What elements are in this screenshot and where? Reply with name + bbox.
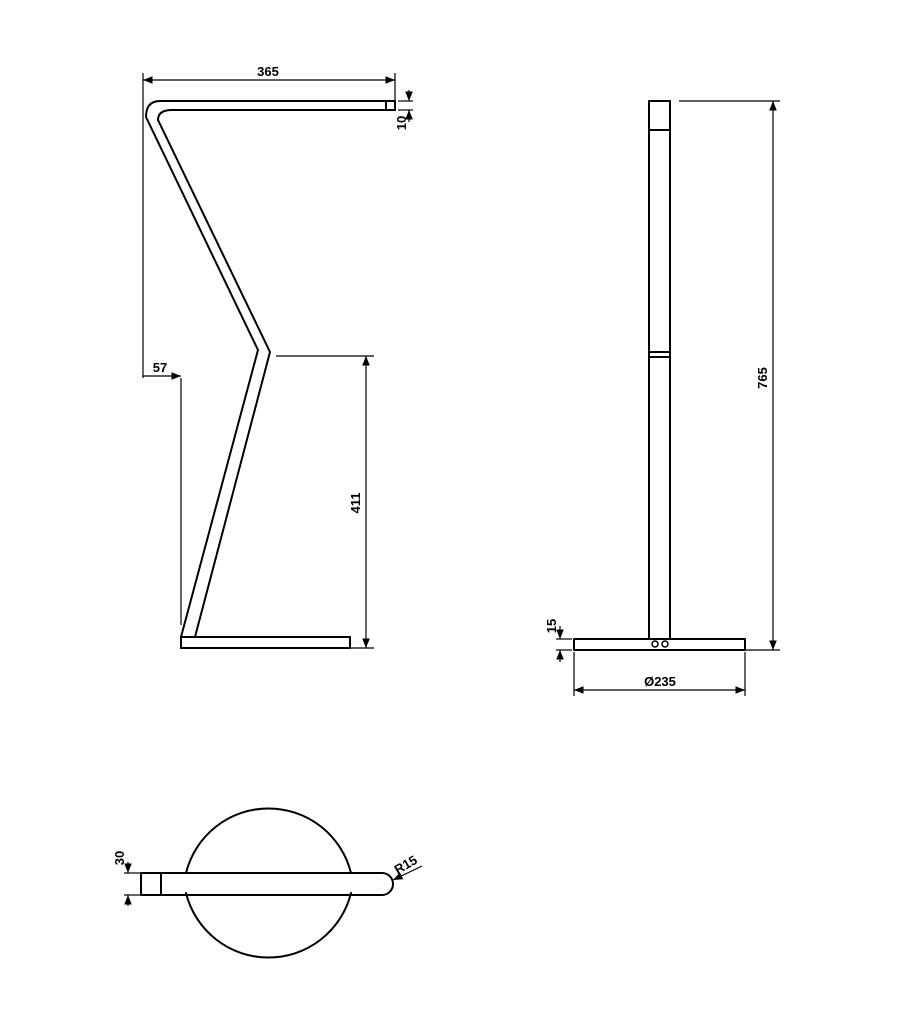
dimension-57: 57 xyxy=(142,101,182,625)
top-end-cap xyxy=(385,100,396,111)
dim-base-diameter-label: Ø235 xyxy=(644,674,676,689)
front-view: 765 15 Ø235 xyxy=(544,100,780,696)
dim-base-thickness-label: 15 xyxy=(544,619,559,633)
side-frame-inner xyxy=(157,109,396,638)
dimension-365: 365 xyxy=(142,64,396,101)
dimension-r15: R15 xyxy=(392,852,423,881)
side-frame-outline xyxy=(145,100,396,649)
top-base-circle xyxy=(185,807,352,959)
side-base-plate xyxy=(180,636,351,649)
front-post xyxy=(648,100,671,640)
top-view: 30 R15 xyxy=(112,807,423,959)
dimension-30: 30 xyxy=(112,851,140,906)
front-base-plate xyxy=(573,638,746,651)
dim-top-thickness-label: 10 xyxy=(394,116,409,130)
screw-icon xyxy=(661,640,669,648)
top-bar xyxy=(140,872,394,896)
dimension-diameter-235: Ø235 xyxy=(573,652,746,696)
screw-icon xyxy=(651,640,659,648)
dimension-765: 765 xyxy=(679,100,780,651)
dim-lower-height-label: 411 xyxy=(348,493,363,514)
dimension-10: 10 xyxy=(394,90,413,130)
dim-bar-width-label: 30 xyxy=(112,851,127,865)
side-view: 365 10 57 411 xyxy=(142,64,413,649)
dim-top-width-label: 365 xyxy=(257,64,279,79)
dimension-411: 411 xyxy=(276,355,374,649)
dim-inset-label: 57 xyxy=(153,360,167,375)
dim-total-height-label: 765 xyxy=(755,367,770,389)
dimension-15: 15 xyxy=(544,619,572,662)
